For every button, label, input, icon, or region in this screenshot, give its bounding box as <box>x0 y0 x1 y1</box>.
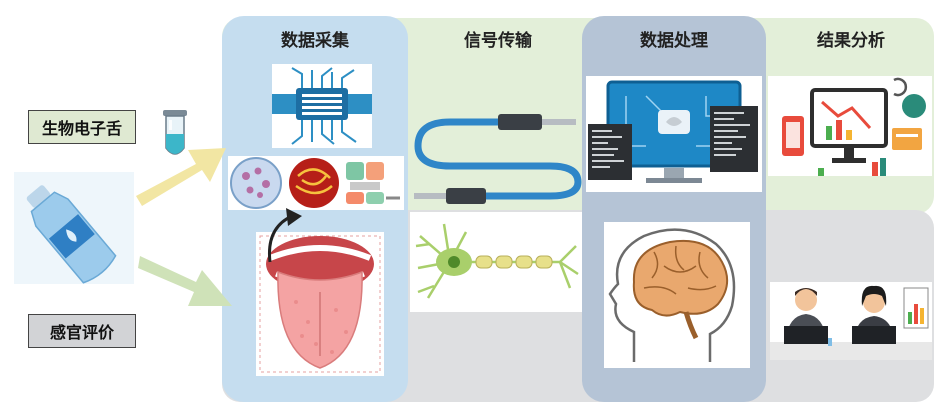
brain-head-image <box>604 222 750 368</box>
electronic-tongue-label: 生物电子舌 <box>28 110 136 144</box>
cell-sensor-images <box>228 156 404 210</box>
sensor-chip-image <box>272 64 372 148</box>
transmit-title: 信号传输 <box>464 31 532 51</box>
analyze-title: 结果分析 <box>817 31 885 51</box>
analysis-chart-image <box>768 76 932 176</box>
arrow-to-sensory <box>136 248 236 312</box>
collect-title: 数据采集 <box>281 31 349 51</box>
arrow-to-electronic <box>130 140 230 212</box>
curved-arrow <box>262 206 312 266</box>
cable-image <box>410 104 584 206</box>
computer-monitor-image <box>586 76 762 192</box>
process-title: 数据处理 <box>640 31 708 51</box>
test-tube-icon <box>160 108 190 160</box>
neuron-image <box>410 212 582 312</box>
tongue-image <box>256 232 384 376</box>
sensory-evaluation-label: 感官评价 <box>28 314 136 348</box>
water-bottle-icon <box>14 172 134 284</box>
panelists-image <box>770 282 932 360</box>
